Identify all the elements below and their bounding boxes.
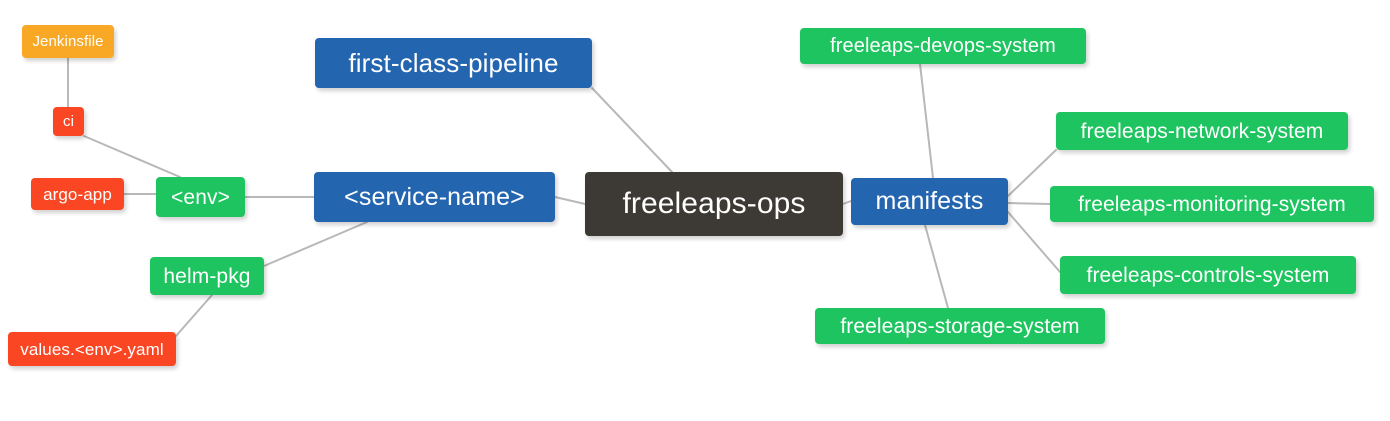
node-label-ci: ci xyxy=(62,113,75,130)
edge-manifests-to-freeleaps-devops-system xyxy=(919,63,934,179)
edge-freeleaps-ops-to-service-name xyxy=(554,196,586,205)
edge-manifests-to-freeleaps-storage-system xyxy=(924,224,949,309)
mindmap-node-env[interactable]: <env> xyxy=(156,177,245,217)
edge-env-to-ci xyxy=(83,135,181,178)
mindmap-node-service-name[interactable]: <service-name> xyxy=(314,172,555,222)
mindmap-node-manifests[interactable]: manifests xyxy=(851,178,1008,225)
node-label-env: <env> xyxy=(171,185,230,209)
mindmap-node-first-class-pipeline[interactable]: first-class-pipeline xyxy=(315,38,592,88)
node-label-first-class-pipeline: first-class-pipeline xyxy=(348,48,559,78)
node-label-freeleaps-network-system: freeleaps-network-system xyxy=(1080,119,1324,143)
edge-service-name-to-helm-pkg xyxy=(263,221,368,267)
edge-freeleaps-ops-to-first-class-pipeline xyxy=(591,87,673,173)
mindmap-node-values-env-yaml[interactable]: values.<env>.yaml xyxy=(8,332,176,366)
node-label-helm-pkg: helm-pkg xyxy=(163,264,251,288)
mindmap-node-freeleaps-storage-system[interactable]: freeleaps-storage-system xyxy=(815,308,1105,344)
node-label-argo-app: argo-app xyxy=(43,184,112,204)
node-label-freeleaps-storage-system: freeleaps-storage-system xyxy=(840,314,1080,338)
edge-manifests-to-freeleaps-network-system xyxy=(1007,149,1057,197)
mindmap-node-freeleaps-ops[interactable]: freeleaps-ops xyxy=(585,172,843,236)
mindmap-node-ci[interactable]: ci xyxy=(53,107,84,136)
node-label-service-name: <service-name> xyxy=(344,182,525,211)
node-label-freeleaps-ops: freeleaps-ops xyxy=(622,187,806,220)
node-label-freeleaps-devops-system: freeleaps-devops-system xyxy=(830,35,1056,57)
node-label-values-env-yaml: values.<env>.yaml xyxy=(20,339,164,359)
node-label-jenkinsfile: Jenkinsfile xyxy=(32,33,104,50)
mindmap-node-jenkinsfile[interactable]: Jenkinsfile xyxy=(22,25,114,58)
edge-helm-pkg-to-values-env-yaml xyxy=(175,294,213,337)
edge-freeleaps-ops-to-manifests xyxy=(842,200,852,205)
mindmap-node-freeleaps-devops-system[interactable]: freeleaps-devops-system xyxy=(800,28,1086,64)
node-label-freeleaps-monitoring-system: freeleaps-monitoring-system xyxy=(1078,192,1346,216)
mindmap-node-freeleaps-network-system[interactable]: freeleaps-network-system xyxy=(1056,112,1348,150)
mindmap-node-freeleaps-monitoring-system[interactable]: freeleaps-monitoring-system xyxy=(1050,186,1374,222)
mindmap-node-helm-pkg[interactable]: helm-pkg xyxy=(150,257,264,295)
mindmap-node-freeleaps-controls-system[interactable]: freeleaps-controls-system xyxy=(1060,256,1356,294)
edge-manifests-to-freeleaps-monitoring-system xyxy=(1007,202,1051,205)
node-label-freeleaps-controls-system: freeleaps-controls-system xyxy=(1086,263,1330,287)
mindmap-node-argo-app[interactable]: argo-app xyxy=(31,178,124,210)
node-label-manifests: manifests xyxy=(875,187,984,215)
